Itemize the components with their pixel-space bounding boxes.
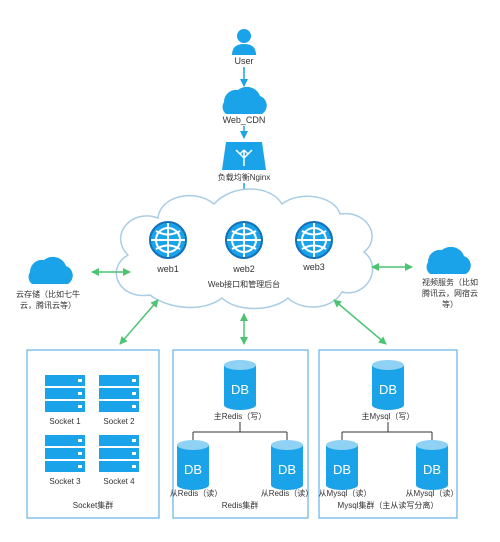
web3-label: web3 xyxy=(302,262,325,272)
video-label-line3: 等） xyxy=(442,299,458,309)
video-label-line2: 腾讯云，网宿云 xyxy=(422,288,478,298)
redis-slave2-db-text: DB xyxy=(278,462,296,477)
web2-globe-icon xyxy=(225,221,263,259)
web1-label: web1 xyxy=(156,264,179,274)
storage-cloud-node: 云存储（比如七牛 云，腾讯云等） xyxy=(16,256,80,310)
redis-slave1-db-text: DB xyxy=(184,462,202,477)
mysql-slave2-db-text: DB xyxy=(423,462,441,477)
arrow-web-mysql xyxy=(333,299,387,345)
redis-tree-lines xyxy=(192,422,288,442)
web2-label: web2 xyxy=(232,264,255,274)
cdn-label: Web_CDN xyxy=(223,115,266,125)
video-cloud-icon xyxy=(426,246,471,274)
socket4-label: Socket 4 xyxy=(103,477,135,486)
redis-slave1-label: 从Redis（读） xyxy=(170,488,222,498)
video-label-line1: 视频服务（比如 xyxy=(422,277,478,287)
mysql-slave1-db-text: DB xyxy=(333,462,351,477)
mysql-master-label: 主Mysql（写） xyxy=(362,411,415,421)
nginx-node: 负载均衡Nginx xyxy=(218,142,270,182)
redis-slave2-label: 从Redis（读） xyxy=(261,488,313,498)
web-cloud: web1 web2 web3 Web接口和管理后台 xyxy=(115,188,374,310)
load-balancer-icon xyxy=(222,142,266,170)
redis-cluster: DB 主Redis（写） DB DB 从Redis（读） 从Redis（读） R… xyxy=(170,349,313,519)
cdn-cloud-icon xyxy=(222,86,267,114)
redis-cluster-caption: Redis集群 xyxy=(222,500,258,510)
socket2-server-icon xyxy=(99,375,139,412)
user-icon xyxy=(232,29,256,55)
redis-master-db-text: DB xyxy=(231,382,249,397)
mysql-cluster-box xyxy=(318,349,458,519)
socket-cluster: Socket 1 Socket 2 Socket 3 Socket 4 Sock… xyxy=(26,349,160,519)
storage-label-line1: 云存储（比如七牛 xyxy=(16,289,80,299)
mysql-master-db-text: DB xyxy=(379,382,397,397)
web-cloud-caption: Web接口和管理后台 xyxy=(208,279,280,289)
arrow-web-socket xyxy=(119,299,159,345)
socket3-label: Socket 3 xyxy=(49,477,81,486)
redis-master-label: 主Redis（写） xyxy=(214,411,266,421)
nginx-label: 负载均衡Nginx xyxy=(218,172,270,182)
mysql-cluster: DB 主Mysql（写） DB DB 从Mysql（读） 从Mysql（读） M… xyxy=(318,349,459,519)
video-cloud-node: 视频服务（比如 腾讯云，网宿云 等） xyxy=(422,246,478,309)
web1-globe-icon xyxy=(149,221,187,259)
mysql-slave2-label: 从Mysql（读） xyxy=(406,488,459,498)
mysql-slave1-label: 从Mysql（读） xyxy=(319,488,372,498)
socket2-label: Socket 2 xyxy=(103,417,135,426)
user-node: User xyxy=(232,29,256,66)
socket3-server-icon xyxy=(45,435,85,472)
storage-label-line2: 云，腾讯云等） xyxy=(20,300,76,310)
socket4-server-icon xyxy=(99,435,139,472)
mysql-cluster-caption: Mysql集群（主从读写分离） xyxy=(338,500,439,510)
mysql-tree-lines xyxy=(341,422,433,442)
socket1-server-icon xyxy=(45,375,85,412)
user-label: User xyxy=(234,56,253,66)
cdn-node: Web_CDN xyxy=(222,86,267,125)
socket1-label: Socket 1 xyxy=(49,417,81,426)
socket-cluster-caption: Socket集群 xyxy=(73,500,113,510)
web3-globe-icon xyxy=(295,221,333,259)
storage-cloud-icon xyxy=(28,256,73,284)
